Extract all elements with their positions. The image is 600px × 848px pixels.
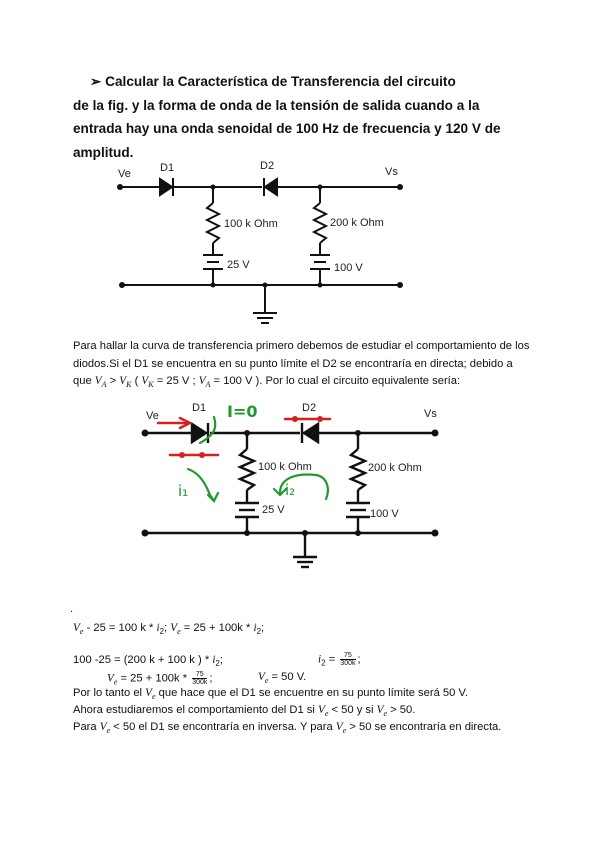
heading-line-3: entrada hay una onda senoidal de 100 Hz … [73, 121, 501, 136]
label-d2: D2 [260, 160, 274, 172]
conclusion-line-3: Para Ve < 50 el D1 se encontraría en inv… [73, 721, 502, 736]
label-vs: Vs [385, 166, 398, 178]
circuit-diagram-annotated: Ve Vs D1 D2 100 k Ohm 200 k Ohm 25 V 100… [141, 402, 439, 569]
circuit-diagram-original: Ve Vs D1 D2 100 k Ohm 200 k Ohm 25 V 100… [117, 160, 403, 324]
conclusion-line-2: Ahora estudiaremos el comportamiento del… [73, 704, 416, 719]
annotation-i1: i₁ [178, 482, 188, 500]
label-ve-2: Ve [146, 410, 159, 422]
label-vs-2: Vs [424, 408, 437, 420]
label-battery-2-2: 100 V [370, 508, 399, 520]
label-battery-2: 100 V [334, 262, 363, 274]
equation-3-result: Ve = 50 V. [258, 671, 307, 686]
label-d2-2: D2 [302, 402, 316, 414]
label-r1: 100 k Ohm [224, 218, 278, 230]
label-ve: Ve [118, 168, 131, 180]
label-r2-2: 200 k Ohm [368, 462, 422, 474]
label-battery-1: 25 V [227, 259, 250, 271]
explanation-paragraph: Para hallar la curva de transferencia pr… [73, 340, 530, 390]
label-r1-2: 100 k Ohm [258, 461, 312, 473]
equation-1: Ve - 25 = 100 k * i2; Ve = 25 + 100k * i… [73, 622, 265, 637]
heading-line-1: ➢ Calcular la Característica de Transfer… [90, 74, 456, 89]
heading-line-4: amplitud. [73, 144, 134, 160]
label-battery-1-2: 25 V [262, 504, 285, 516]
arrow-bullet-icon: ➢ [90, 74, 102, 89]
green-ink-stroke [198, 415, 217, 445]
annotation-i-zero: I=0 [227, 402, 258, 421]
problem-statement: ➢ Calcular la Característica de Transfer… [73, 70, 543, 164]
heading-line-2: de la fig. y la forma de onda de la tens… [73, 97, 480, 113]
label-r2: 200 k Ohm [330, 217, 384, 229]
input-terminal [117, 184, 123, 190]
conclusion-line-1: Por lo tanto el Ve que hace que el D1 se… [73, 687, 468, 702]
label-d1: D1 [160, 162, 174, 174]
dot-mark: . [70, 603, 74, 615]
annotation-i2: i₂ [285, 481, 295, 499]
label-d1-2: D1 [192, 402, 206, 414]
equation-2: 100 -25 = (200 k + 100 k ) * i2; [73, 654, 223, 669]
output-terminal [397, 184, 403, 190]
